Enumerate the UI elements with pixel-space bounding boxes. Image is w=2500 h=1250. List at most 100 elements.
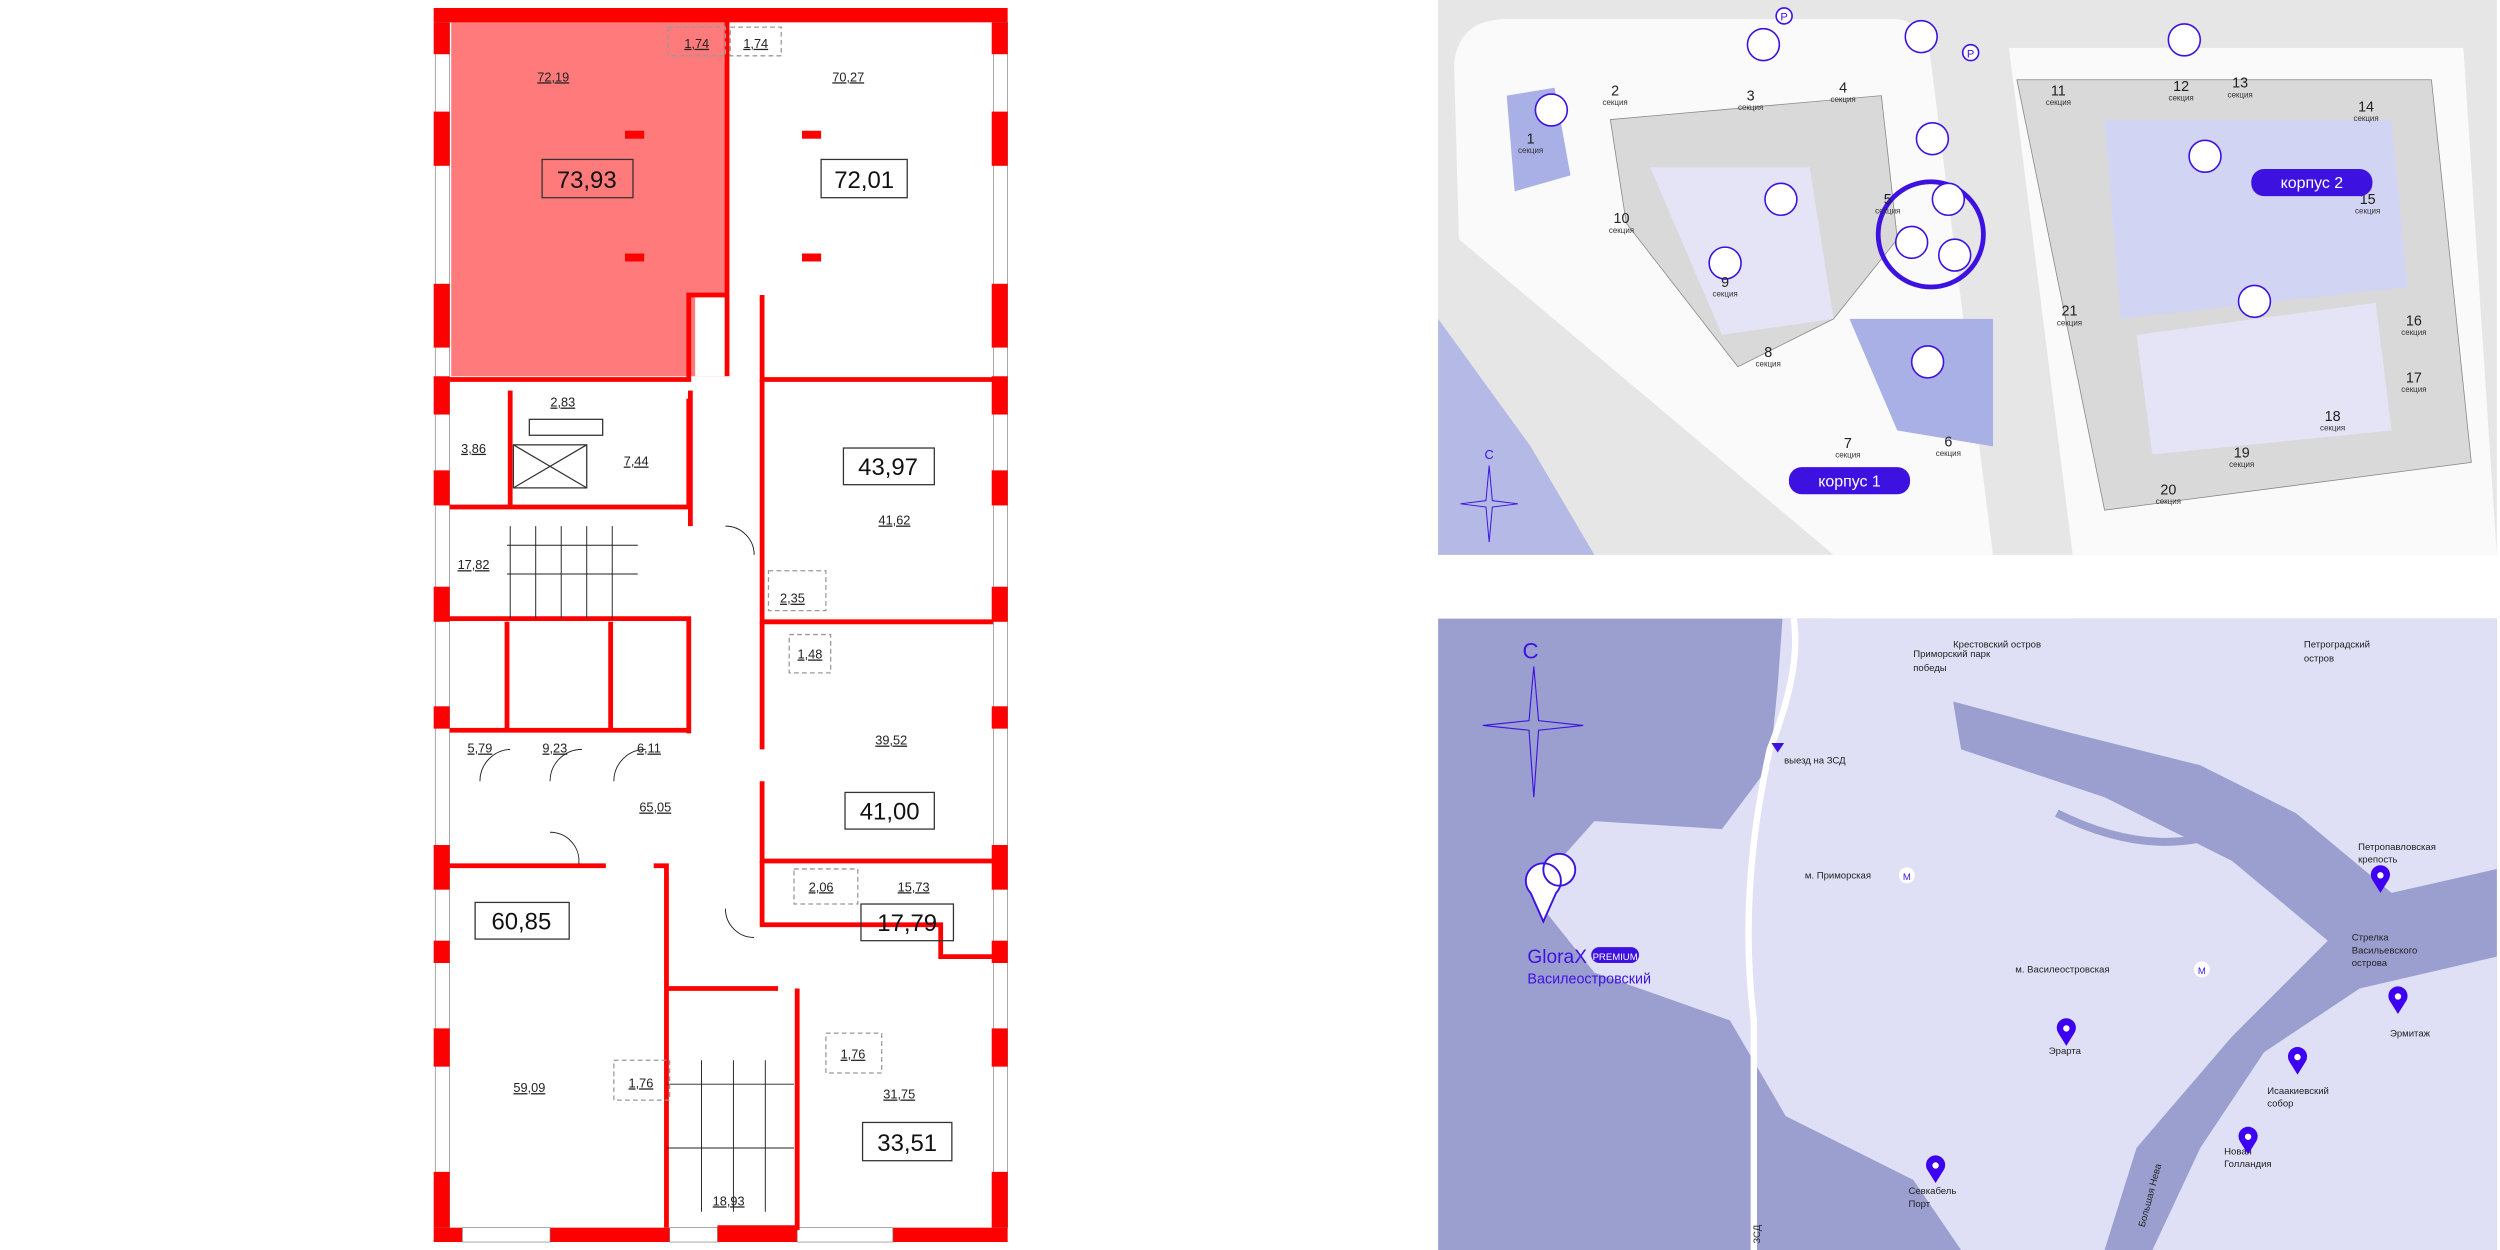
fitness-icon (1910, 345, 1945, 379)
section-label: секция (1713, 290, 1738, 299)
svg-text:P: P (1967, 48, 1974, 60)
section-number[interactable]: 11 (2051, 84, 2066, 100)
section-number[interactable]: 21 (2062, 304, 2078, 320)
map-pin-dot (2377, 872, 2384, 879)
map-pin-icon[interactable] (2056, 1018, 2076, 1046)
unit-total[interactable]: 17,79 (877, 910, 937, 937)
section-label: секция (1835, 451, 1860, 460)
section-number[interactable]: 4 (1839, 80, 1847, 96)
svg-text:PREMIUM: PREMIUM (1593, 952, 1638, 963)
svg-text:M: M (2198, 966, 2206, 977)
map-pin-icon[interactable] (2238, 1126, 2258, 1155)
section-label: секция (2227, 90, 2252, 99)
svg-text:M: M (1903, 872, 1911, 883)
selected-unit-total[interactable]: 73,93 (557, 167, 617, 194)
svg-text:Новая: Новая (2224, 1146, 2252, 1157)
svg-text:Эрмитаж: Эрмитаж (2390, 1028, 2431, 1039)
section-number[interactable]: 3 (1747, 88, 1755, 104)
section-number[interactable]: 20 (2160, 482, 2176, 498)
map-pin-dot (1932, 1162, 1939, 1169)
unit-total[interactable]: 43,97 (858, 454, 918, 481)
section-number[interactable]: 18 (2325, 409, 2341, 425)
unit-wc-area: 1,76 (629, 1075, 654, 1090)
map-pin-icon[interactable] (2388, 986, 2408, 1015)
selected-wc-area: 1,74 (684, 36, 709, 51)
unit-wc-area: 2,35 (780, 591, 805, 606)
section-number[interactable]: 13 (2232, 76, 2248, 92)
brand-logo: GloraX (1527, 947, 1587, 968)
section-label: секция (1738, 103, 1763, 112)
map-pin-icon[interactable] (2370, 865, 2390, 893)
compass-icon (1482, 666, 1584, 798)
svg-text:P: P (1780, 12, 1787, 24)
section-number[interactable]: 15 (2360, 192, 2376, 208)
section-number[interactable]: 8 (1764, 345, 1772, 361)
section-label: секция (2320, 423, 2345, 432)
section-number[interactable]: 9 (1721, 275, 1729, 291)
section-number[interactable]: 2 (1611, 84, 1619, 100)
common-area: 2,83 (550, 395, 575, 410)
selected-unit-highlight[interactable] (451, 20, 726, 377)
svg-text:крепость: крепость (2358, 855, 2397, 866)
section-number[interactable]: 12 (2173, 79, 2189, 95)
project-name: Василеостровский (1527, 972, 1651, 988)
common-area: 7,44 (624, 454, 649, 469)
map-pin-dot (2294, 1053, 2301, 1061)
common-area: 18,93 (713, 1193, 745, 1208)
svg-text:Петроградский: Петроградский (2304, 639, 2370, 650)
svg-text:выезд на ЗСД: выезд на ЗСД (1784, 756, 1846, 767)
unit-total[interactable]: 72,01 (834, 167, 894, 194)
svg-text:Исаакиевский: Исаакиевский (2267, 1086, 2329, 1097)
metro-icon (2193, 961, 2210, 978)
kindergarten-icon (2188, 139, 2222, 173)
unit-room-area: 39,52 (875, 733, 907, 748)
section-label: секция (2156, 497, 2181, 506)
lounge-icon (1931, 182, 1966, 217)
svg-text:Стрелка: Стрелка (2352, 933, 2390, 944)
section-number[interactable]: 14 (2358, 100, 2374, 116)
unit-wc-area: 2,06 (809, 879, 834, 894)
section-number[interactable]: 7 (1844, 436, 1852, 452)
section-number[interactable]: 6 (1944, 434, 1952, 450)
map-pin-icon[interactable] (1926, 1155, 1946, 1184)
map-pin-dot (2394, 993, 2402, 1000)
floor-plan: 1,74 72,19 73,93 1,74 70,27 72,01 43,97 … (433, 7, 1008, 1243)
map-pin-dot (2244, 1133, 2252, 1140)
section-number[interactable]: 10 (1614, 211, 1630, 227)
cinema-icon (1937, 238, 1972, 272)
section-label: секция (2169, 93, 2194, 102)
map-pin-dot (2063, 1025, 2070, 1032)
unit-room-area: 15,73 (898, 879, 930, 894)
section-label: секция (1936, 449, 1961, 458)
section-number[interactable]: 17 (2406, 371, 2422, 387)
svg-text:Приморский парк: Приморский парк (1913, 649, 1991, 660)
building-1-badge[interactable] (1788, 467, 1911, 495)
section-number[interactable]: 19 (2234, 446, 2250, 462)
parking-icon (1775, 7, 1793, 25)
section-number[interactable]: 5 (1884, 192, 1892, 208)
location-map: С GloraX PREMIUM Василеостровский Примор… (1438, 618, 2497, 1250)
svg-text:острова: острова (2352, 958, 2388, 969)
section-label: секция (1518, 146, 1543, 155)
unit-total[interactable]: 60,85 (491, 909, 551, 936)
unit-wc-area: 1,76 (841, 1047, 866, 1062)
building-2-badge[interactable] (2251, 169, 2373, 197)
section-label: секция (2057, 318, 2082, 327)
unit-total[interactable]: 41,00 (860, 799, 920, 826)
svg-text:Севкабель: Севкабель (1908, 1186, 1956, 1197)
common-area: 5,79 (467, 741, 492, 756)
highlight-circle (1875, 179, 1986, 290)
unit-room-area: 59,09 (513, 1080, 545, 1095)
map-pin-icon[interactable] (2287, 1047, 2308, 1075)
unit-room-area: 70,27 (832, 69, 864, 84)
section-number[interactable]: 16 (2406, 313, 2422, 329)
section-label: секция (1602, 98, 1627, 107)
unit-wc-area: 1,74 (743, 36, 768, 51)
section-label: секция (1756, 360, 1781, 369)
svg-text:м. Приморская: м. Приморская (1805, 871, 1871, 882)
unit-wc-area: 1,48 (798, 646, 823, 661)
unit-total[interactable]: 33,51 (877, 1130, 937, 1157)
section-number[interactable]: 1 (1527, 131, 1535, 147)
elevator (512, 444, 588, 489)
